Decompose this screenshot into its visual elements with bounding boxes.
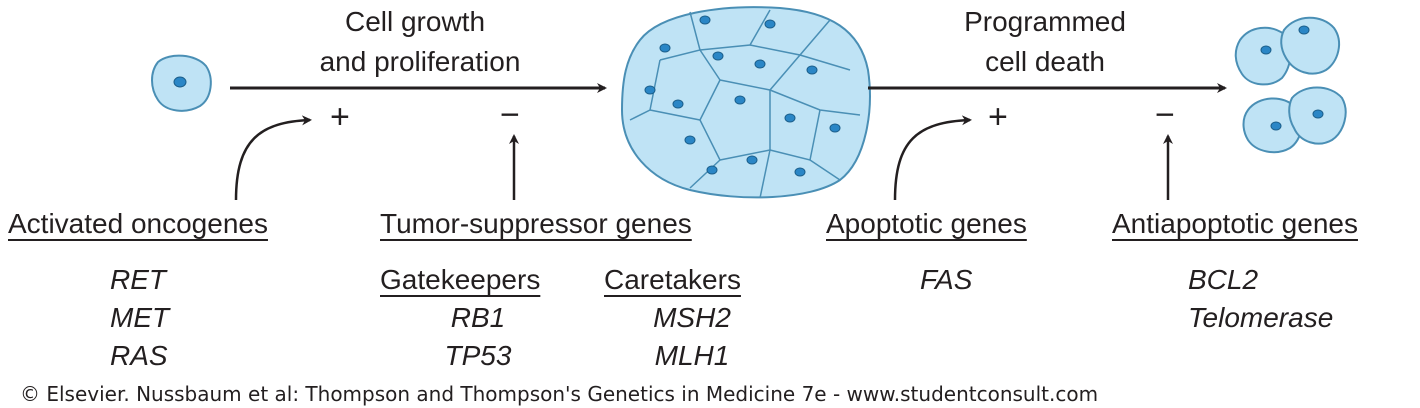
growth-label-line2: and proliferation bbox=[319, 46, 521, 77]
apoptotic-heading: Apoptotic genes bbox=[826, 208, 1027, 239]
growth-plus-sign: + bbox=[330, 98, 350, 136]
oncogenes-heading: Activated oncogenes bbox=[8, 208, 268, 239]
death-label-line1: Programmed bbox=[964, 6, 1126, 37]
tumor-mass-icon bbox=[620, 6, 871, 199]
apoptotic-item: FAS bbox=[920, 264, 973, 295]
copyright-footer: © Elsevier. Nussbaum et al: Thompson and… bbox=[20, 382, 1099, 406]
antiapoptotic-heading: Antiapoptotic genes bbox=[1112, 208, 1358, 239]
oncogene-item: MET bbox=[110, 302, 170, 333]
death-plus-sign: + bbox=[988, 98, 1008, 136]
gatekeeper-item: RB1 bbox=[450, 302, 506, 333]
single-cell-icon bbox=[151, 54, 212, 112]
apoptotic-activation-arrow bbox=[893, 115, 972, 201]
oncogene-activation-arrow bbox=[234, 115, 312, 201]
caretaker-item: MLH1 bbox=[654, 340, 730, 371]
oncogene-item: RAS bbox=[110, 340, 168, 371]
antiapoptotic-item: Telomerase bbox=[1188, 302, 1334, 333]
caretakers-heading: Caretakers bbox=[604, 264, 741, 295]
caretaker-item: MSH2 bbox=[653, 302, 731, 333]
tumor-suppressor-heading: Tumor-suppressor genes bbox=[380, 208, 692, 239]
death-label-line2: cell death bbox=[985, 46, 1105, 77]
growth-label-line1: Cell growth bbox=[344, 6, 486, 37]
growth-minus-sign: − bbox=[500, 96, 520, 134]
death-minus-sign: − bbox=[1155, 96, 1175, 134]
dying-cells-icon bbox=[1234, 16, 1347, 154]
oncogene-item: RET bbox=[110, 264, 166, 295]
gatekeeper-item: TP53 bbox=[444, 340, 512, 371]
gatekeepers-heading: Gatekeepers bbox=[380, 264, 541, 295]
antiapoptotic-item: BCL2 bbox=[1188, 264, 1259, 295]
